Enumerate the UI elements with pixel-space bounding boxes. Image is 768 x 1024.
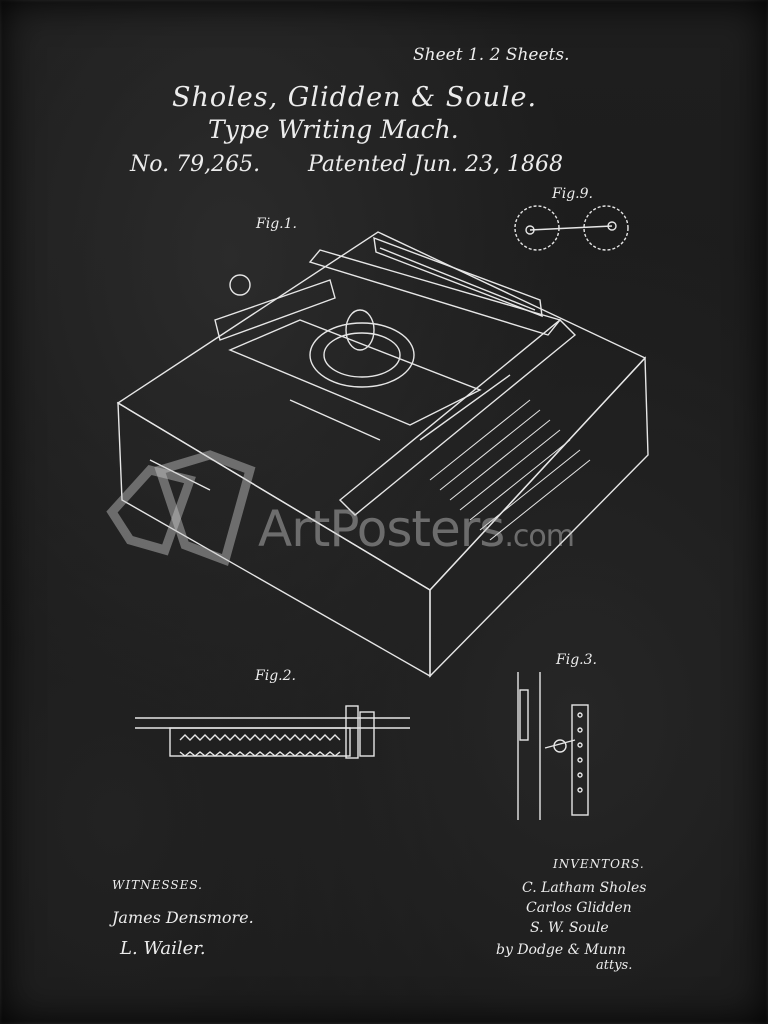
inventor-signature: C. Latham Sholes — [522, 880, 647, 896]
sheet-number: Sheet 1. 2 Sheets. — [413, 45, 570, 65]
fig9-label: Fig.9. — [552, 186, 593, 202]
typewriter-drawing — [116, 231, 649, 678]
fig3-label: Fig.3. — [556, 652, 597, 668]
patent-date: Patented Jun. 23, 1868 — [308, 152, 564, 177]
attorneys-label: attys. — [596, 958, 633, 973]
witness-signature: L. Wailer. — [120, 938, 206, 959]
inventors-title: Sholes, Glidden & Soule. — [172, 82, 538, 113]
watermark-logo-icon — [106, 450, 256, 566]
watermark: ArtPosters.com — [258, 500, 575, 558]
fig2-label: Fig.2. — [255, 668, 296, 684]
fig1-label: Fig.1. — [256, 216, 297, 232]
inventor-signature: S. W. Soule — [530, 920, 609, 936]
witnesses-label: WITNESSES. — [112, 878, 203, 892]
inventor-signature: Carlos Glidden — [526, 900, 632, 916]
attorneys-signature: by Dodge & Munn — [496, 942, 626, 958]
watermark-brand: ArtPosters — [258, 500, 505, 558]
fig3-drawing — [517, 672, 589, 820]
fig9-drawing — [514, 205, 629, 251]
witness-signature: James Densmore. — [112, 908, 254, 927]
inventors-label: INVENTORS. — [553, 857, 645, 871]
patent-number: No. 79,265. — [130, 152, 261, 177]
fig2-drawing — [135, 705, 410, 759]
watermark-suffix: .com — [504, 519, 575, 554]
invention-title: Type Writing Mach. — [208, 115, 459, 144]
